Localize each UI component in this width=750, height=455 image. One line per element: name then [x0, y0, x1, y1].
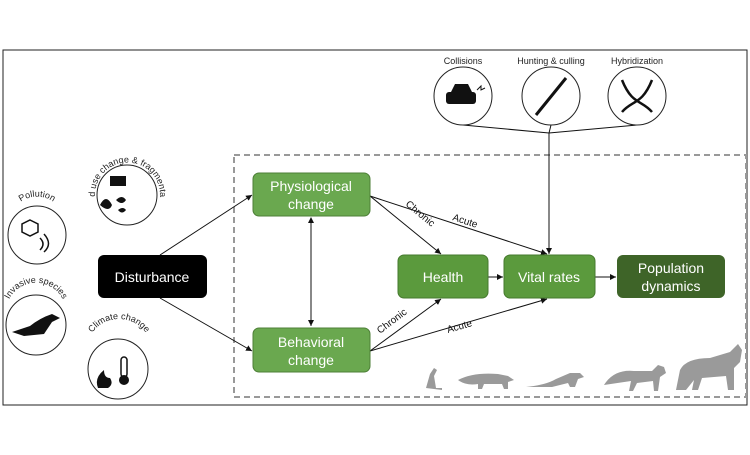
node-behav-label-1: Behavioral	[278, 334, 344, 350]
land-use-label: Land use change & fragmentation	[0, 0, 168, 197]
weasel-silhouette	[426, 368, 442, 390]
label-physio-health: Chronic	[403, 199, 436, 230]
edge-disturbance-behav	[159, 297, 253, 352]
climate-label: Climate change	[86, 311, 152, 334]
node-pop-label-2: dynamics	[641, 278, 700, 294]
threat-hybridization: Hybridization	[607, 56, 667, 126]
node-vital-rates: Vital rates	[503, 254, 596, 299]
pollution-label: Pollution	[17, 189, 58, 204]
node-pop-label-1: Population	[638, 260, 704, 276]
edge-disturbance-physio	[159, 194, 253, 256]
threat-hunting: Hunting & culling	[517, 56, 585, 126]
edge-behav-health	[369, 298, 442, 352]
hunting-label: Hunting & culling	[517, 56, 585, 66]
fire-icon	[96, 370, 112, 388]
noise-icon	[39, 233, 50, 253]
dna-icon	[620, 79, 654, 113]
hybridization-label: Hybridization	[611, 56, 663, 66]
node-health: Health	[397, 254, 489, 299]
marten-silhouette	[458, 373, 514, 389]
edge-physio-vital	[369, 195, 548, 255]
node-vital-label: Vital rates	[518, 269, 580, 285]
organism-boundary	[233, 154, 747, 398]
node-physiological-change: Physiological change	[252, 172, 371, 217]
node-health-label: Health	[423, 269, 463, 285]
animal-silhouettes	[426, 344, 742, 391]
svg-text:Climate change: Climate change	[86, 311, 152, 334]
tractor-icon	[110, 176, 126, 186]
node-population-dynamics: Population dynamics	[617, 255, 725, 298]
edge-behav-vital	[369, 297, 548, 352]
rifle-icon	[534, 77, 568, 116]
disturbance-invasive: Invasive species	[2, 275, 70, 356]
molecule-icon	[21, 219, 39, 237]
fragments-icon	[100, 197, 126, 213]
fox-silhouette	[604, 365, 666, 391]
otter-silhouette	[526, 373, 584, 387]
label-behav-health: Chronic	[375, 307, 409, 337]
disturbance-pollution: Pollution	[7, 189, 67, 265]
car-icon	[446, 84, 486, 104]
label-physio-vital: Acute	[451, 212, 479, 230]
svg-text:Land use change & fragmentatio: Land use change & fragmentation	[0, 0, 168, 197]
mink-icon	[12, 314, 60, 336]
edge-physio-health	[369, 195, 442, 255]
collisions-label: Collisions	[444, 56, 483, 66]
edge-threats-vital	[462, 124, 638, 254]
node-disturbance: Disturbance	[98, 255, 207, 298]
threat-collisions: Collisions	[433, 56, 493, 126]
label-behav-vital: Acute	[446, 318, 474, 336]
node-disturbance-label: Disturbance	[115, 269, 190, 285]
node-behavioral-change: Behavioral change	[252, 327, 371, 373]
thermometer-icon	[119, 356, 129, 385]
node-behav-label-2: change	[288, 352, 334, 368]
disturbance-climate: Climate change	[86, 311, 152, 400]
node-physio-label-1: Physiological	[270, 178, 352, 194]
node-physio-label-2: change	[288, 196, 334, 212]
lynx-silhouette	[676, 344, 742, 390]
svg-text:Pollution: Pollution	[17, 189, 58, 204]
